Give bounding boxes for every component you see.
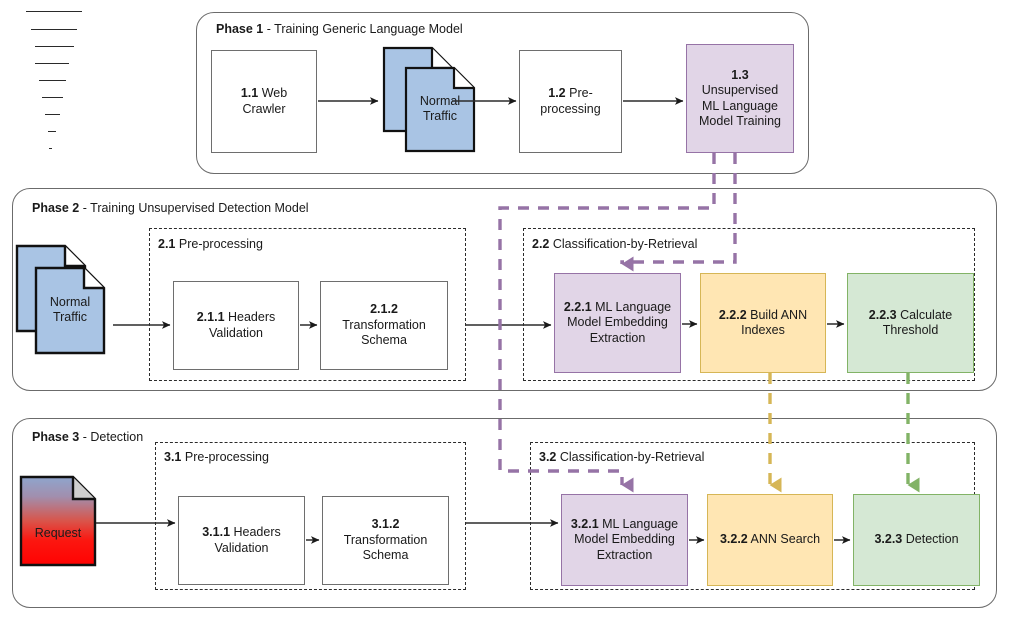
document-normal-traffic-phase1: Normal Traffic <box>381 45 491 155</box>
document-request: Request <box>18 474 110 572</box>
node-2-1-2-label-line1: Transformation <box>342 317 426 332</box>
group-3-1-pre-processing <box>155 442 466 590</box>
node-2-1-2-number: 2.1.2 <box>370 302 398 317</box>
phase-1-name: - Training Generic Language Model <box>263 22 463 36</box>
document-icon <box>19 475 97 567</box>
node-2-2-3-number: 2.2.3 <box>868 307 897 322</box>
node-2-2-2-label-line1: Build ANN <box>746 307 808 322</box>
node-1-1-web-crawler[interactable]: 1.1 Web Crawler <box>211 50 317 153</box>
group-2-1-title: 2.1 Pre-processing <box>158 237 263 251</box>
phase-1-title: Phase 1 - Training Generic Language Mode… <box>216 22 463 36</box>
group-3-2-label: Classification-by-Retrieval <box>556 450 705 464</box>
node-2-2-1-label-line3: Extraction <box>589 330 646 345</box>
node-3-1-1-label-line1: Headers <box>230 525 281 539</box>
node-1-2-label-line2: processing <box>540 101 601 116</box>
node-1-3-label-line1: Unsupervised <box>701 83 779 97</box>
document-normal-traffic-phase2: Normal Traffic <box>14 243 124 358</box>
node-2-1-1-label-line1: Headers <box>224 310 276 324</box>
phase-2-title: Phase 2 - Training Unsupervised Detectio… <box>32 201 309 215</box>
document-stack-icon <box>382 46 476 153</box>
group-3-1-number: 3.1 <box>164 450 182 464</box>
group-2-2-number: 2.2 <box>532 237 550 251</box>
node-1-1-number: 1.1 <box>240 86 259 100</box>
node-3-2-1-number: 3.2.1 <box>570 516 599 531</box>
group-3-1-label: Pre-processing <box>181 450 269 464</box>
group-2-1-number: 2.1 <box>158 237 176 251</box>
node-2-2-2-label-line2: Indexes <box>741 323 785 337</box>
node-3-1-1-number: 3.1.1 <box>202 525 231 539</box>
group-3-2-title: 3.2 Classification-by-Retrieval <box>539 450 704 464</box>
node-2-1-1-number: 2.1.1 <box>196 310 225 324</box>
node-3-1-1-label-line2: Validation <box>214 540 269 555</box>
phase-2-number: Phase 2 <box>32 201 80 215</box>
node-2-1-2-label-line2: Schema <box>361 333 407 348</box>
node-3-1-2-label-line2: Schema <box>362 548 409 563</box>
node-3-2-2-label: ANN Search <box>747 532 821 547</box>
group-2-1-label: Pre-processing <box>175 237 263 251</box>
node-1-2-label-line1: Pre- <box>565 86 593 100</box>
node-3-2-3-label: Detection <box>902 532 959 547</box>
node-1-2-number: 1.2 <box>548 86 566 100</box>
node-3-2-3-number: 3.2.3 <box>874 532 903 547</box>
phase-2-name: - Training Unsupervised Detection Model <box>79 201 309 215</box>
node-2-2-1-label-line1: ML Language <box>591 299 672 314</box>
node-2-1-1-label-line2: Validation <box>209 325 263 340</box>
node-2-2-3-label-line2: Threshold <box>882 323 939 337</box>
node-3-2-1-label-line3: Extraction <box>596 547 653 562</box>
node-3-2-2-number: 3.2.2 <box>719 532 748 547</box>
phase-3-title: Phase 3 - Detection <box>32 430 143 444</box>
group-2-2-label: Classification-by-Retrieval <box>549 237 698 251</box>
node-2-2-1-number: 2.2.1 <box>563 299 592 314</box>
group-3-1-title: 3.1 Pre-processing <box>164 450 269 464</box>
group-3-2-number: 3.2 <box>539 450 557 464</box>
group-2-2-title: 2.2 Classification-by-Retrieval <box>532 237 697 251</box>
node-1-2-pre-processing[interactable]: 1.2 Pre-processing <box>519 50 622 153</box>
node-1-1-label: Web Crawler <box>242 86 288 116</box>
node-3-2-2-ann-search[interactable]: 3.2.2 ANN Search <box>707 494 833 586</box>
phase-3-name: - Detection <box>79 430 144 444</box>
phase-3-number: Phase 3 <box>32 430 80 444</box>
phase-1-number: Phase 1 <box>216 22 264 36</box>
group-2-1-pre-processing <box>149 228 466 381</box>
node-3-1-2-label-line1: Transformation <box>343 532 428 547</box>
node-3-2-1-label-line2: Model Embedding <box>574 532 675 547</box>
node-3-2-1-label-line1: ML Language <box>598 516 679 531</box>
node-2-2-1-label-line2: Model Embedding <box>567 315 668 330</box>
node-3-1-2-number: 3.1.2 <box>371 517 400 532</box>
document-stack-icon <box>15 244 106 355</box>
node-1-3-label-line3: Model Training <box>699 114 781 128</box>
node-1-3-number: 1.3 <box>731 67 749 82</box>
node-2-2-3-label-line1: Calculate <box>896 307 953 322</box>
node-2-2-2-number: 2.2.2 <box>718 307 747 322</box>
node-3-2-3-detection[interactable]: 3.2.3 Detection <box>853 494 980 586</box>
node-1-3-label-line2: ML Language <box>702 98 778 113</box>
